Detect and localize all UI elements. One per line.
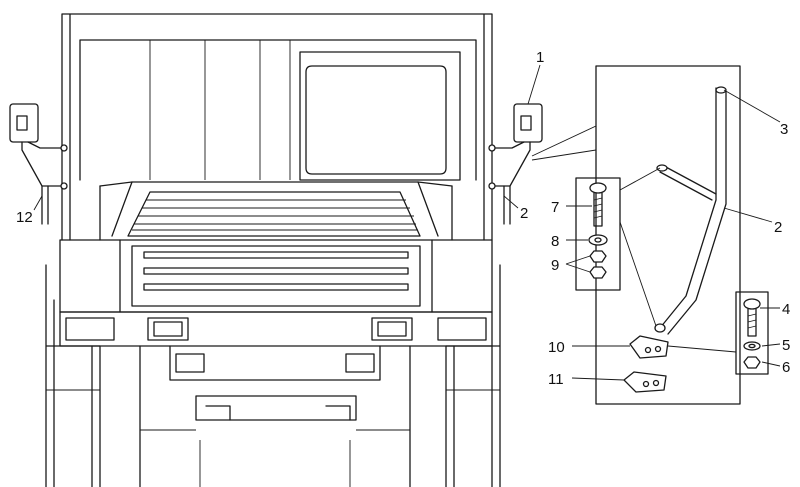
- left-mirror: [9, 103, 68, 225]
- callout-2-detail: 2: [774, 219, 782, 236]
- detail-frame: [595, 65, 741, 405]
- truck-front-view: [45, 13, 501, 487]
- hardware-group-upper: [575, 167, 661, 327]
- callout-8: 8: [551, 233, 559, 250]
- callout-labels: 1 2 12 3 2 7 8 9 4 5 6 10 11: [16, 49, 790, 388]
- hardware-group-lower: [667, 291, 769, 375]
- exploded-detail-view: [575, 65, 769, 405]
- callout-11: 11: [548, 371, 564, 388]
- mirror-bracket-arm: [654, 86, 727, 335]
- clamp-lower: [623, 371, 667, 393]
- callout-leaders: [33, 64, 781, 381]
- right-mirror: [488, 103, 543, 225]
- callout-6: 6: [782, 359, 790, 376]
- clamp-upper: [629, 335, 669, 359]
- callout-2-truck: 2: [520, 205, 528, 222]
- callout-10: 10: [548, 339, 565, 356]
- callout-4: 4: [782, 301, 790, 318]
- callout-12: 12: [16, 209, 33, 226]
- callout-1: 1: [536, 49, 544, 66]
- callout-3: 3: [780, 121, 788, 138]
- callout-9: 9: [551, 257, 559, 274]
- callout-5: 5: [782, 337, 790, 354]
- callout-7: 7: [551, 199, 559, 216]
